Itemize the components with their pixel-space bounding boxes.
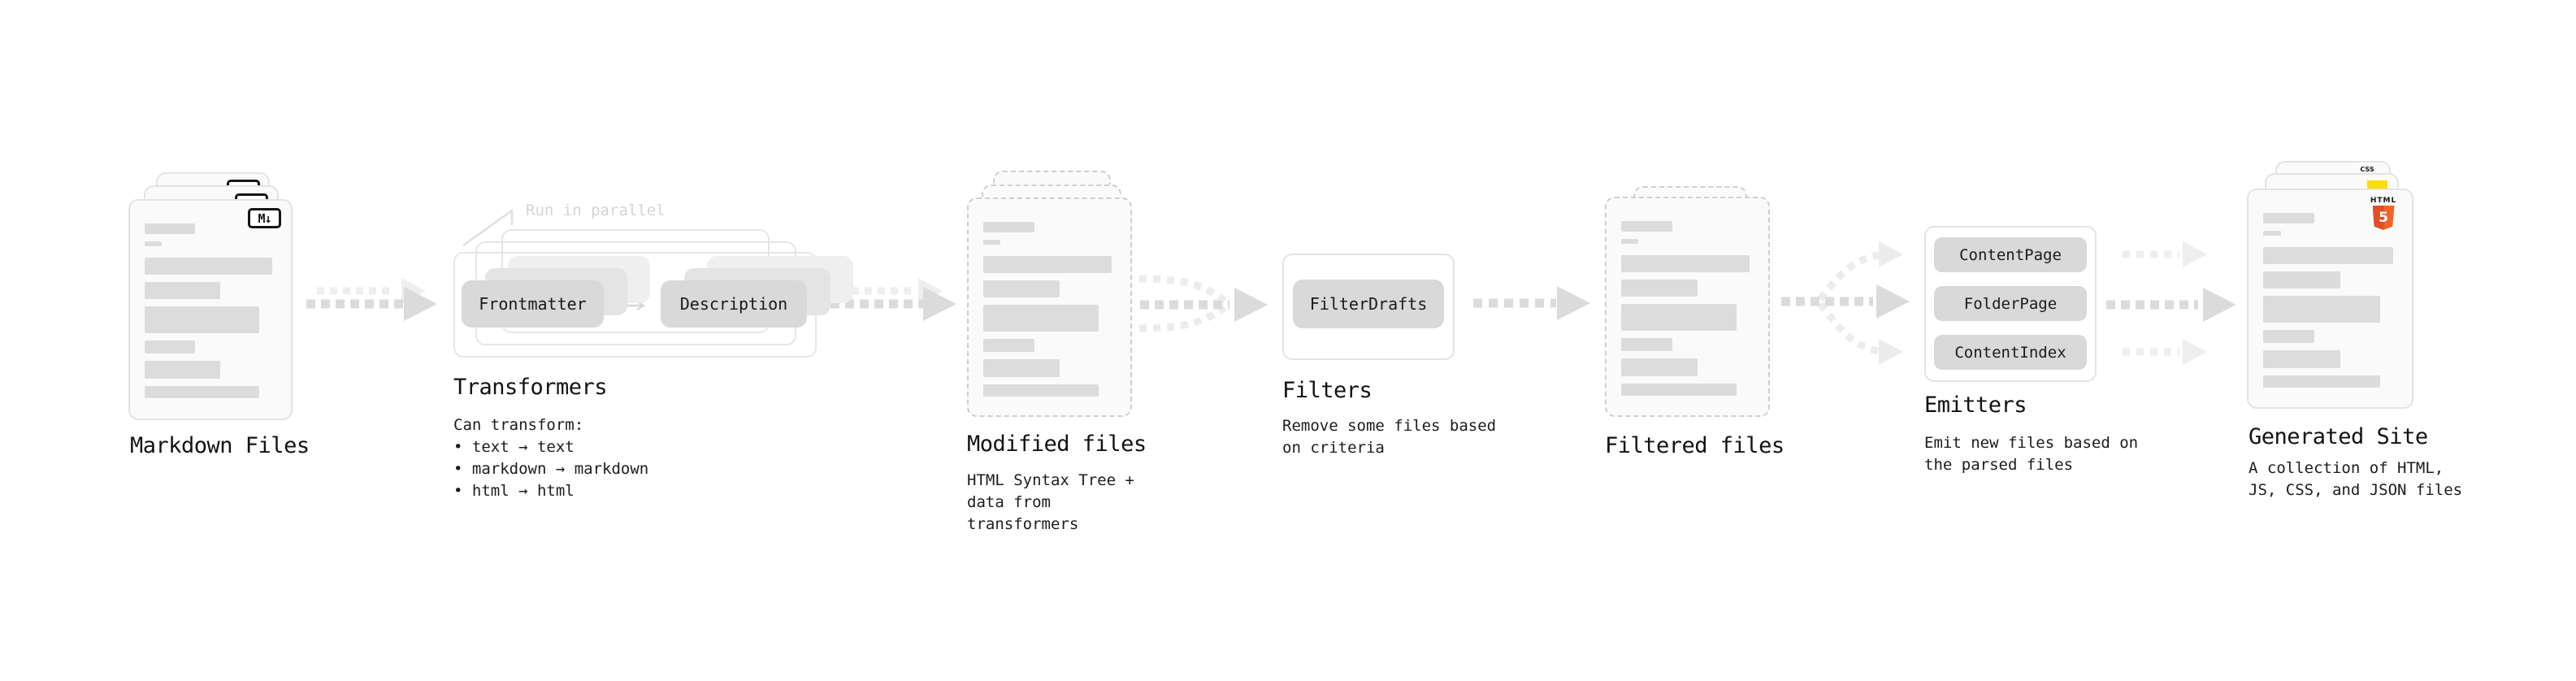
html5-number: 5 bbox=[2379, 210, 2388, 226]
file-content-placeholder bbox=[145, 223, 278, 406]
generated-file-card-html: HTML 5 bbox=[2247, 189, 2413, 409]
html5-badge-word: HTML bbox=[2370, 197, 2397, 205]
html5-icon: HTML 5 bbox=[2365, 197, 2402, 230]
filtered-files-label: Filtered files bbox=[1605, 433, 1785, 458]
modified-files-description: HTML Syntax Tree + data from transformer… bbox=[967, 471, 1134, 533]
markdown-files-label: Markdown Files bbox=[130, 433, 310, 458]
filters-label: Filters bbox=[1282, 378, 1373, 403]
filtered-file-card bbox=[1605, 197, 1770, 417]
file-content-placeholder bbox=[983, 222, 1117, 404]
emitters-label: Emitters bbox=[1924, 393, 2027, 418]
modified-files-label: Modified files bbox=[967, 432, 1147, 457]
contentindex-pill: ContentIndex bbox=[1934, 335, 2087, 370]
modified-file-card bbox=[967, 197, 1132, 417]
arrow-filters-to-filtered bbox=[1473, 286, 1590, 320]
contentpage-pill: ContentPage bbox=[1934, 237, 2087, 272]
markdown-file-card: M↓ bbox=[128, 199, 293, 420]
arrow-filtered-to-emitters bbox=[1781, 241, 1910, 365]
description-pill: Description bbox=[661, 280, 807, 327]
emitters-description: Emit new files based on the parsed files bbox=[1924, 434, 2139, 474]
frontmatter-pill: Frontmatter bbox=[462, 280, 604, 327]
arrow-transformers-to-modified-light bbox=[839, 278, 943, 304]
arrow-emitters-to-generated bbox=[2106, 241, 2236, 365]
folderpage-pill: FolderPage bbox=[1934, 286, 2087, 321]
filters-description: Remove some files based on criteria bbox=[1282, 417, 1497, 457]
run-in-parallel-callout: Run in parallel bbox=[526, 202, 666, 219]
file-content-placeholder bbox=[1621, 221, 1755, 403]
arrow-markdown-to-transformers bbox=[306, 287, 437, 321]
filterdrafts-pill: FilterDrafts bbox=[1293, 280, 1444, 328]
generated-site-label: Generated Site bbox=[2249, 424, 2428, 449]
css-badge-word: CSS bbox=[2360, 166, 2374, 173]
markdown-icon: M↓ bbox=[248, 208, 281, 228]
transformers-label: Transformers bbox=[453, 375, 608, 400]
arrow-markdown-to-transformers-light bbox=[317, 278, 426, 304]
transformers-description: Can transform: • text → text • markdown … bbox=[453, 416, 649, 500]
arrow-modified-to-filters bbox=[1138, 275, 1268, 332]
generated-site-description: A collection of HTML, JS, CSS, and JSON … bbox=[2249, 459, 2463, 499]
html5-shield: 5 bbox=[2372, 206, 2395, 230]
file-content-placeholder bbox=[2263, 213, 2399, 395]
